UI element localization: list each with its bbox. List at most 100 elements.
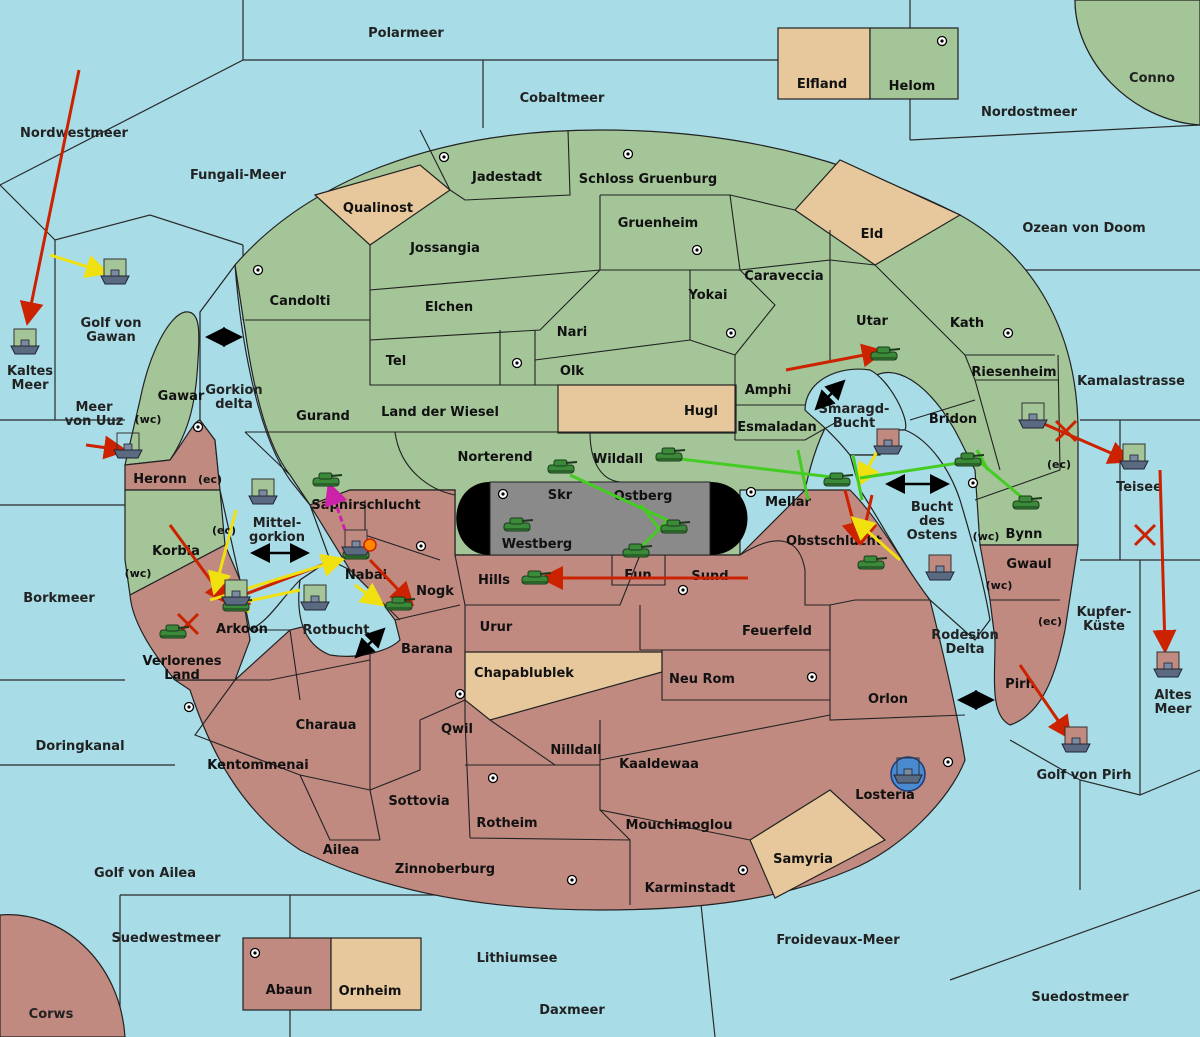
move-order-arrow: [1034, 418, 1133, 464]
sea-label-polarmeer: Polarmeer: [368, 26, 444, 41]
land-label-nilldall: Nilldall: [550, 743, 601, 758]
units: [10, 258, 1183, 792]
eld-region: [794, 159, 962, 266]
supply-center-dot: [442, 155, 446, 159]
move-order-arrow: [1018, 664, 1072, 740]
sea-label-suedostmeer: Suedostmeer: [1031, 990, 1129, 1005]
land-label-losteria: Losteria: [855, 788, 915, 803]
land-label-ailea: Ailea: [323, 843, 360, 858]
corws-region: [0, 914, 126, 1037]
adjacency-arrow: [814, 379, 846, 411]
sea-label-froidevaux-meer: Froidevaux-Meer: [776, 933, 900, 948]
support-order-line: [974, 456, 1026, 502]
land-label-nogk: Nogk: [416, 584, 454, 599]
support-cut-mark: [975, 449, 990, 471]
adjacency-arrow: [354, 627, 386, 659]
land-label-skr: Skr: [548, 488, 573, 503]
land-label-charaua: Charaua: [296, 718, 357, 733]
land-label-abaun: Abaun: [266, 983, 313, 998]
fleet-icon: [341, 529, 371, 556]
land-label-riesenheim: Riesenheim: [971, 365, 1056, 380]
land-label-qualinost: Qualinost: [343, 201, 413, 216]
army-icon: [660, 519, 691, 534]
land-label-hills: Hills: [478, 573, 510, 588]
land-label-bridon: Bridon: [929, 412, 977, 427]
support-order-line: [569, 473, 679, 527]
land-label-westberg: Westberg: [502, 537, 572, 552]
land-label-karminstadt: Karminstadt: [645, 881, 736, 896]
support-order-line: [671, 456, 841, 480]
army-icon: [622, 543, 653, 558]
sea-label-nordostmeer: Nordostmeer: [981, 105, 1078, 120]
land-label-schloss-gruenburg: Schloss Gruenburg: [579, 172, 717, 187]
sea-label-kamalastrasse: Kamalastrasse: [1077, 374, 1185, 389]
army-icon: [870, 346, 901, 361]
land-label-qwil: Qwil: [441, 722, 473, 737]
army-icon: [823, 472, 854, 487]
move-order-arrow: [785, 343, 886, 372]
supply-center-dot: [515, 361, 519, 365]
army-icon: [312, 472, 343, 487]
land-label-saphirschlucht: Saphirschlucht: [311, 498, 420, 513]
fleet-icon: [1119, 443, 1149, 470]
land-label-pirh: Pirh: [1005, 677, 1035, 692]
supply-center-dot: [458, 692, 462, 696]
land-label-obstschlucht: Obstschlucht: [786, 534, 882, 549]
army-icon: [159, 624, 190, 639]
land-label-heronn: Heronn: [133, 472, 187, 487]
land-label-caraveccia: Caraveccia: [744, 269, 823, 284]
sea-labels: PolarmeerCobaltmeerNordwestmeerFungali-M…: [7, 26, 1192, 1022]
fleet-icon: [100, 258, 130, 285]
move-order-arrow: [368, 558, 415, 607]
sea-label-cobaltmeer: Cobaltmeer: [520, 91, 605, 106]
land-label-gawar: Gawar: [158, 389, 205, 404]
land-label-urur: Urur: [480, 620, 513, 635]
land-label-neu-rom: Neu Rom: [669, 672, 735, 687]
army-icon: [1012, 495, 1043, 510]
sea-label-ozean-von-doom: Ozean von Doom: [1022, 221, 1145, 236]
fleet-icon: [10, 328, 40, 355]
sea-label-corws: Corws: [29, 1007, 74, 1022]
land-label-candolti: Candolti: [270, 294, 331, 309]
pirh-peninsula: [979, 544, 1079, 726]
land-label-elfland: Elfland: [797, 77, 847, 92]
land-label-gruenheim: Gruenheim: [618, 216, 698, 231]
land-label-sottovia: Sottovia: [388, 794, 449, 809]
gorkion-channel: [199, 263, 331, 631]
supply-center-dot: [971, 481, 975, 485]
supply-center-dot: [196, 425, 200, 429]
supply-center-dot: [681, 588, 685, 592]
fleet-icon: [873, 428, 903, 455]
land-label-mouchimoglou: Mouchimoglou: [626, 818, 733, 833]
conno-region: [1074, 0, 1200, 126]
land-label-eld: Eld: [861, 227, 884, 242]
sea-label-borkmeer: Borkmeer: [23, 591, 95, 606]
coast-label: (ec): [1047, 458, 1071, 471]
land-label-utar: Utar: [856, 314, 889, 329]
land-label-kaaldewaa: Kaaldewaa: [619, 757, 699, 772]
land-label-yokai: Yokai: [687, 288, 727, 303]
fleet-icon: [1153, 651, 1183, 678]
supply-center-dot: [729, 331, 733, 335]
coast-label: (wc): [125, 567, 152, 580]
support-order-line: [49, 253, 110, 279]
land-label-olk: Olk: [560, 364, 585, 379]
support-cut-mark: [796, 449, 810, 501]
land-label-chapablublek: Chapablublek: [474, 666, 574, 681]
sea-label-fungali-meer: Fungali-Meer: [190, 168, 287, 183]
land-label-ostberg: Ostberg: [614, 489, 673, 504]
support-order-line: [207, 509, 238, 596]
sea-label-nordwestmeer: Nordwestmeer: [20, 126, 128, 141]
fleet-icon: [300, 584, 330, 611]
supply-center-dot: [741, 868, 745, 872]
cut-order-mark: [1054, 419, 1078, 443]
land-label-ornheim: Ornheim: [339, 984, 402, 999]
land-label-norterend: Norterend: [457, 450, 532, 465]
sea-label-mittel-gorkion: Mittel-gorkion: [249, 516, 305, 545]
